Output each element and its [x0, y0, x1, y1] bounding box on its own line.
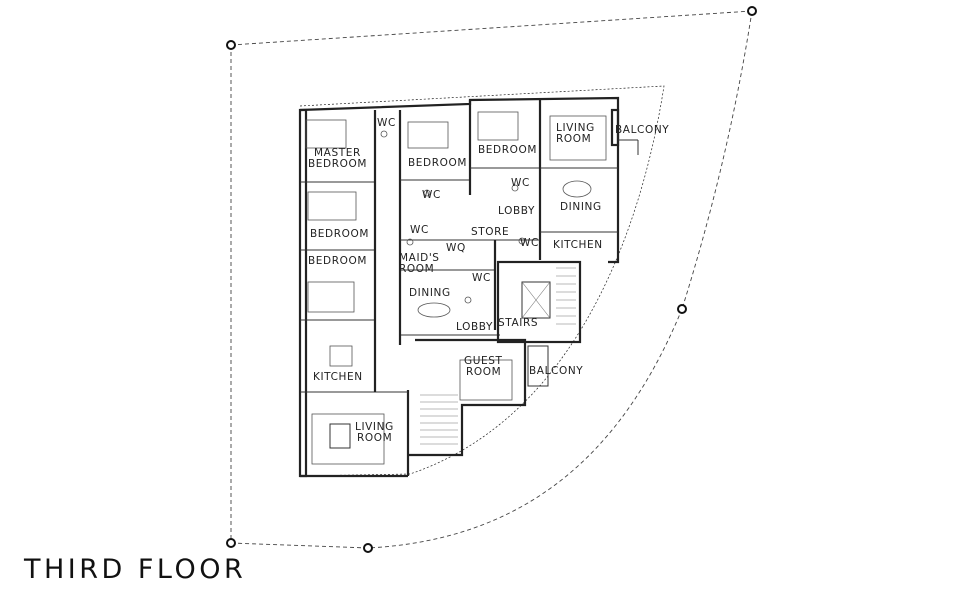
survey-point-bottom-left — [226, 538, 236, 548]
toilet-icon — [518, 237, 526, 245]
page-title: Third Floor — [23, 554, 246, 585]
room-label-kitchen: Kitchen — [553, 239, 603, 251]
room-label-guest-room: Guest — [464, 355, 503, 367]
room-label-master-bedroom: Master — [314, 147, 361, 159]
room-label-balcony: Balcony — [615, 124, 669, 136]
room-label-bedroom: Bedroom — [308, 255, 367, 267]
room-label-dining: Dining — [409, 287, 451, 299]
room-label-lobby: Lobby — [498, 205, 535, 217]
room-label-living-room: Room — [357, 432, 392, 444]
room-label-guest-room: Room — [466, 366, 501, 378]
stair-flight-right — [556, 267, 576, 325]
toilet-icon — [423, 189, 431, 197]
survey-point-bottom — [363, 543, 373, 553]
survey-point-top-left — [226, 40, 236, 50]
room-label-maids-room: Room — [399, 263, 434, 275]
dining-table-icon — [562, 180, 592, 198]
room-label-wc: WC — [410, 224, 429, 236]
room-label-living-room: Living — [355, 421, 394, 433]
bed-icon — [307, 281, 355, 313]
room-label-lobby: Lobby — [456, 321, 493, 333]
toilet-icon — [511, 184, 519, 192]
building-walls — [298, 96, 639, 478]
survey-point-top-right — [747, 6, 757, 16]
room-label-bedroom: Bedroom — [310, 228, 369, 240]
bed-icon — [477, 111, 519, 141]
dining-table-icon — [329, 345, 353, 367]
room-label-kitchen: Kitchen — [313, 371, 363, 383]
stair-flight-bottom — [420, 394, 458, 445]
toilet-icon — [406, 238, 414, 246]
room-label-maids-room: Maid's — [399, 252, 440, 264]
site-boundary — [226, 6, 757, 553]
bed-icon — [407, 121, 449, 149]
room-label-wc: WC — [377, 117, 396, 129]
room-label-bedroom: Bedroom — [408, 157, 467, 169]
room-label-balcony: Balcony — [529, 365, 583, 377]
room-label-dining: Dining — [560, 201, 602, 213]
bed-icon — [305, 119, 347, 149]
room-label-living-room: Living — [556, 122, 595, 134]
sofa-icon — [311, 413, 385, 465]
toilet-icon — [380, 130, 388, 138]
furniture — [305, 111, 607, 465]
room-label-stairs: Stairs — [498, 317, 538, 329]
bed-icon — [307, 191, 357, 221]
room-label-bedroom: Bedroom — [478, 144, 537, 156]
sofa-icon — [459, 359, 513, 401]
survey-point-right — [677, 304, 687, 314]
room-label-wc: WC — [511, 177, 530, 189]
room-label-wc: WC — [422, 189, 441, 201]
room-label-wc: WC — [472, 272, 491, 284]
room-label-living-room: Room — [556, 133, 591, 145]
room-label-wc: WC — [520, 237, 539, 249]
room-label-store: Store — [471, 226, 509, 238]
tv-icon — [329, 423, 351, 449]
dining-table-icon — [417, 302, 451, 318]
sofa-icon — [549, 115, 607, 161]
room-label-master-bedroom: Bedroom — [308, 158, 367, 170]
toilet-icon — [464, 296, 472, 304]
room-label-wq: WQ — [446, 242, 466, 254]
room-labels: Master Bedroom WC Bedroom Bedroom Living… — [308, 117, 669, 444]
